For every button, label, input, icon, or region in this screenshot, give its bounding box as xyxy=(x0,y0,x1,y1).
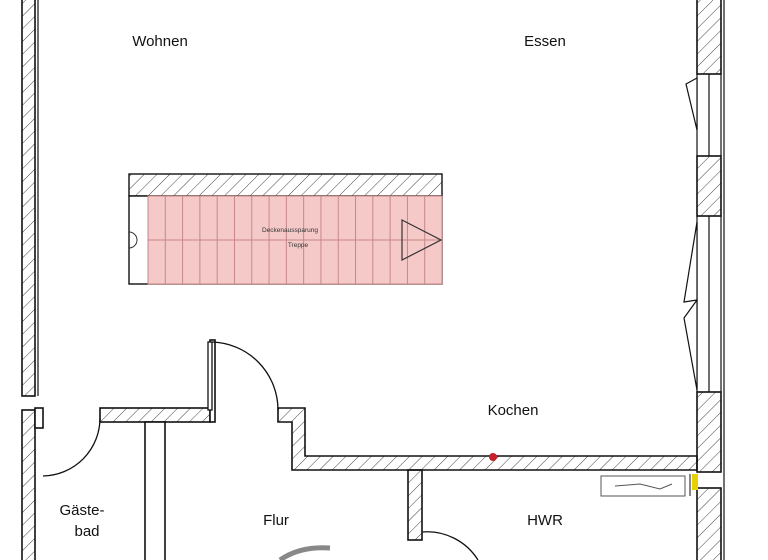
door-flur-leaf xyxy=(207,341,213,411)
door-hwr-swing xyxy=(421,531,479,560)
hwr-wall-unit xyxy=(600,475,686,497)
window-sash-1 xyxy=(685,76,698,131)
staircase: Deckenaussparung Treppe xyxy=(128,173,443,285)
red-marker-point xyxy=(489,453,497,461)
room-label-flur: Flur xyxy=(263,512,289,529)
walls xyxy=(21,0,725,560)
hwr-equipment xyxy=(600,474,698,497)
wall-gaestebad-stub xyxy=(34,407,44,429)
stair-wall-top xyxy=(128,173,443,197)
wall-kitchen-partition xyxy=(277,407,698,471)
windows xyxy=(683,74,722,392)
wall-left-exterior-lower xyxy=(21,409,36,560)
room-label-wohnen: Wohnen xyxy=(132,33,188,50)
room-label-gaestebad-1: Gäste- xyxy=(59,502,104,519)
wall-right-top xyxy=(696,0,722,75)
wall-right-low xyxy=(696,391,722,473)
wall-left-exterior xyxy=(21,0,36,397)
wall-right-mid xyxy=(696,155,722,217)
room-label-essen: Essen xyxy=(524,33,566,50)
stair-label-2: Treppe xyxy=(288,242,309,249)
door-gaestebad-swing xyxy=(42,417,101,477)
stair-label-1: Deckenaussparung xyxy=(262,227,318,234)
room-labels: Wohnen Essen Kochen Gäste- bad Flur HWR xyxy=(59,33,565,540)
room-label-gaestebad-2: bad xyxy=(74,523,99,540)
window-sash-3 xyxy=(683,298,698,391)
stair-start-marker xyxy=(128,231,138,249)
stair-treads xyxy=(148,196,442,284)
yellow-marker xyxy=(692,474,698,490)
room-label-kochen: Kochen xyxy=(488,402,539,419)
wall-right-bottom xyxy=(696,487,722,560)
wall-wc-flur xyxy=(144,421,166,560)
room-label-hwr: HWR xyxy=(527,512,563,529)
door-flur-swing xyxy=(211,341,279,411)
stair-direction-arrow xyxy=(401,219,443,261)
wall-hwr-left xyxy=(407,469,423,541)
doors xyxy=(42,341,479,560)
wall-wc-top xyxy=(99,407,211,423)
window-sash-2 xyxy=(683,221,698,303)
door-bottom-hint xyxy=(278,545,331,560)
